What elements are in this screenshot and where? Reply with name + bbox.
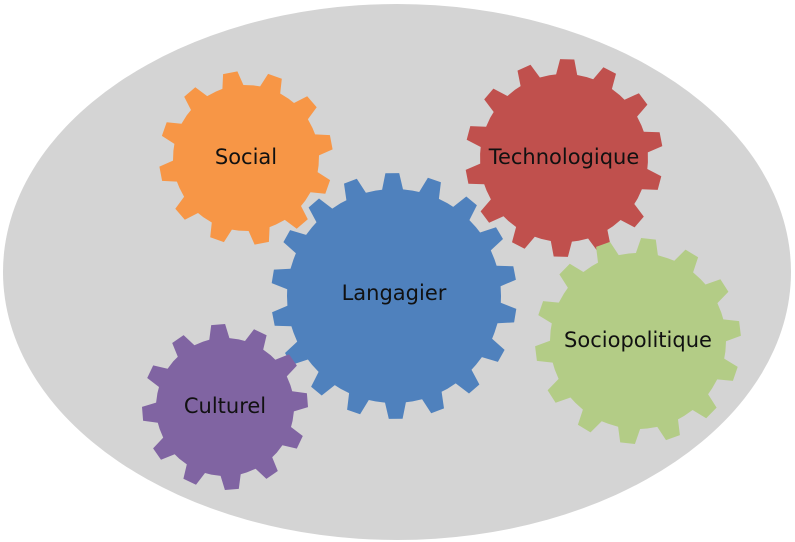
gear-social: Social (159, 71, 333, 245)
gear-sociopolitique: Sociopolitique (535, 238, 741, 444)
gear-culturel-label: Culturel (184, 394, 266, 418)
gear-technologique: Technologique (465, 59, 663, 257)
gear-sociopolitique-shape (535, 238, 741, 444)
gear-technologique-shape (465, 59, 663, 257)
gear-langagier: Langagier (271, 173, 517, 419)
gear-culturel-shape (142, 324, 308, 490)
gear-social-shape (159, 71, 333, 245)
gear-social-label: Social (215, 145, 277, 169)
gear-langagier-shape (271, 173, 517, 419)
gear-langagier-label: Langagier (342, 281, 447, 305)
gear-sociopolitique-label: Sociopolitique (564, 328, 712, 352)
gear-culturel: Culturel (142, 324, 308, 490)
gear-technologique-label: Technologique (488, 145, 640, 169)
